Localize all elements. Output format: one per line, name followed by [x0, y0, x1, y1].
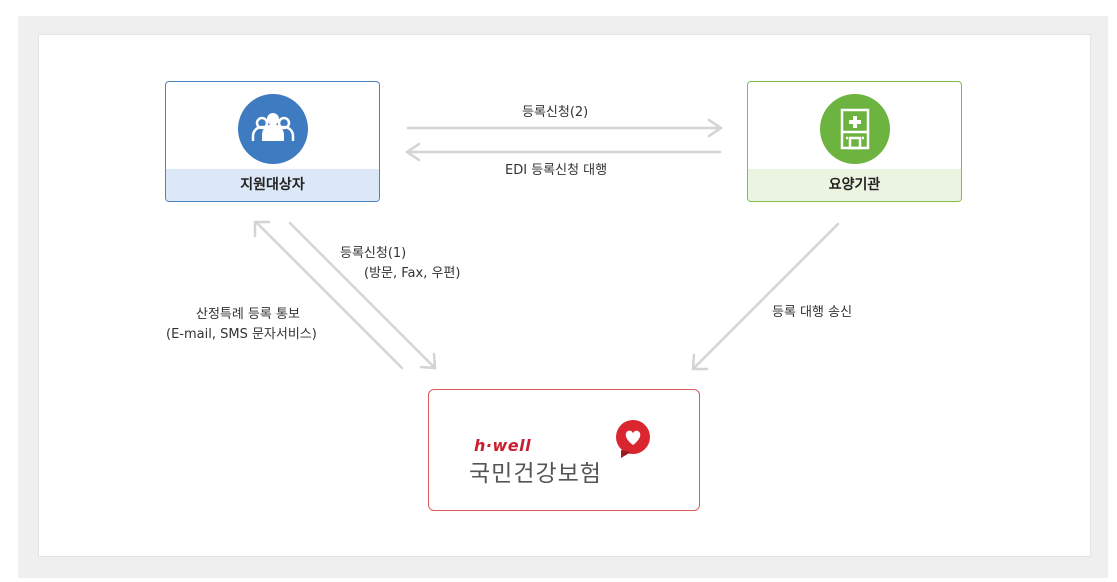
node-support-target[interactable]: 지원대상자 — [165, 81, 380, 202]
edge-label-register-request-1: 등록신청(1) — [340, 246, 407, 261]
edge-label-edi-proxy: EDI 등록신청 대행 — [505, 163, 608, 178]
arrow-notification — [254, 220, 404, 370]
people-group-icon — [238, 94, 308, 164]
edge-label-notification: 산정특례 등록 통보 — [196, 307, 300, 322]
edge-label-proxy-send: 등록 대행 송신 — [772, 305, 853, 320]
node-label: 요양기관 — [748, 169, 961, 201]
edge-label-register-request-1-methods: (방문, Fax, 우편) — [364, 266, 461, 281]
node-nhis[interactable]: h·well 국민건강보험 — [428, 389, 700, 511]
node-label: 지원대상자 — [166, 169, 379, 201]
logo-hwell: h·well — [474, 436, 532, 455]
edge-label-register-request-2: 등록신청(2) — [522, 105, 589, 120]
heart-speech-bubble-icon — [616, 420, 650, 458]
hospital-building-icon — [820, 94, 890, 164]
edge-label-notification-channels: (E-mail, SMS 문자서비스) — [166, 327, 317, 342]
logo-text: 국민건강보험 — [469, 461, 602, 487]
arrow-proxy-send — [692, 222, 840, 370]
node-care-institution[interactable]: 요양기관 — [747, 81, 962, 202]
arrow-register-request-1 — [288, 221, 436, 369]
